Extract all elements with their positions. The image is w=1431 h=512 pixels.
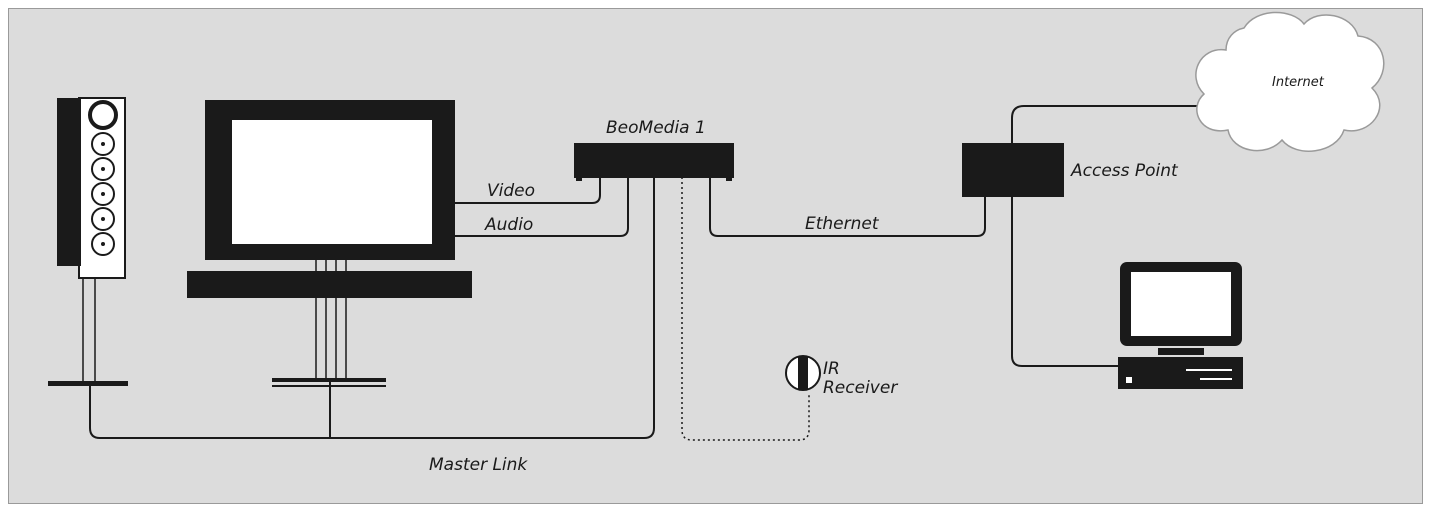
speaker-icon [48, 97, 128, 386]
label-ir: IR [823, 359, 840, 379]
audio-cable [455, 172, 629, 237]
computer-cable [1011, 197, 1118, 367]
tv-icon [187, 100, 472, 387]
cloud-icon [1195, 11, 1385, 152]
box-icon [574, 143, 734, 181]
label-beomedia: BeoMedia 1 [606, 118, 706, 138]
label-master-link: Master Link [429, 455, 528, 475]
label-access-point: Access Point [1070, 161, 1179, 181]
master-link-cable [89, 172, 655, 439]
label-video: Video [487, 181, 535, 201]
ir-receiver-icon [785, 355, 821, 391]
label-ir-receiver: Receiver [823, 378, 898, 398]
internet-cable [1011, 105, 1225, 143]
computer-icon [1118, 262, 1243, 389]
ethernet-cable [709, 172, 986, 237]
label-audio: Audio [484, 215, 533, 235]
video-cable [455, 172, 601, 204]
access-point-icon [962, 143, 1064, 197]
label-ethernet: Ethernet [805, 214, 880, 234]
label-internet: Internet [1272, 75, 1325, 90]
